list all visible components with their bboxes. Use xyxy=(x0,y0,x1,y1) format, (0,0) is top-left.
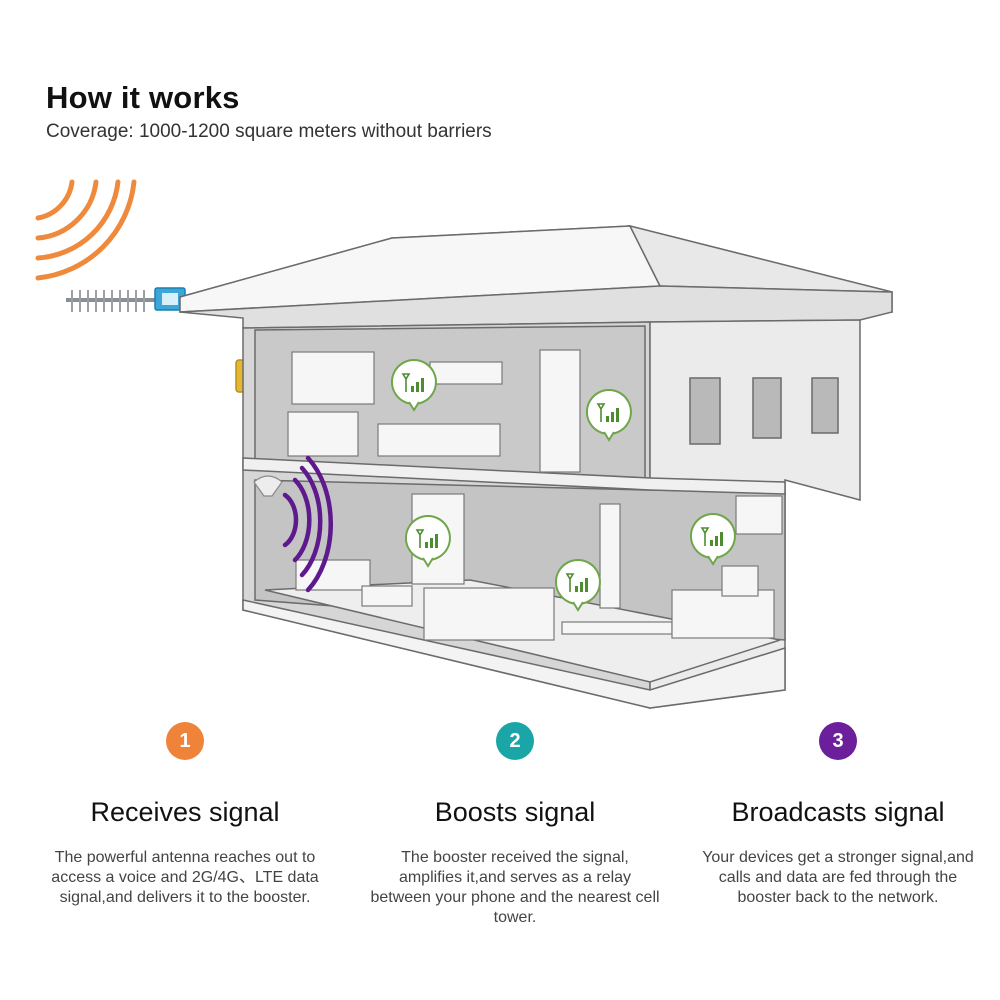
step-number-badge: 2 xyxy=(496,722,534,760)
step-number-badge: 3 xyxy=(819,722,857,760)
step-number-badge: 1 xyxy=(166,722,204,760)
step-receives: 1 Receives signal The powerful antenna r… xyxy=(20,722,350,908)
step-description: Your devices get a stronger signal,and c… xyxy=(702,849,974,906)
step-heading: Boosts signal xyxy=(434,797,596,827)
house-roof xyxy=(179,224,893,329)
step-heading: Broadcasts signal xyxy=(731,797,945,827)
ceiling-antenna-icon xyxy=(253,475,283,497)
outdoor-signal-arcs xyxy=(35,179,137,281)
step-description: The booster received the signal, amplifi… xyxy=(370,849,660,926)
step-broadcasts: 3 Broadcasts signal Your devices get a s… xyxy=(673,722,1000,908)
yagi-antenna-icon xyxy=(66,287,186,312)
page-title: How it works xyxy=(46,80,240,115)
house-illustration xyxy=(35,179,893,709)
step-heading: Receives signal xyxy=(90,797,280,827)
step-boosts: 2 Boosts signal The booster received the… xyxy=(350,722,680,928)
step-description: The powerful antenna reaches out to acce… xyxy=(51,849,319,906)
page-subtitle: Coverage: 1000-1200 square meters withou… xyxy=(46,121,492,142)
indoor-signal-arcs xyxy=(282,455,333,593)
